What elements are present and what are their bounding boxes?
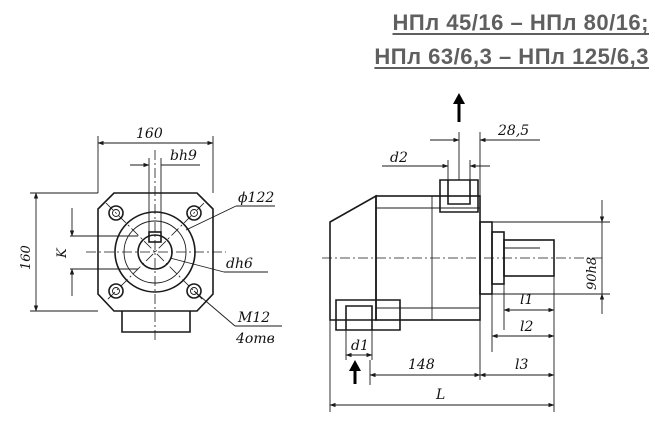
dim-148: 148 (408, 357, 435, 373)
flange-outline (97, 192, 214, 312)
label-bolt-count: 4отв (235, 331, 275, 347)
label-shaft-dia: dh6 (226, 256, 253, 272)
pump-body (375, 195, 481, 321)
dim-key-width: bh9 (170, 148, 197, 164)
label-port-top: d2 (390, 150, 408, 166)
flange-foot (121, 311, 191, 333)
dim-l3: l3 (515, 357, 528, 373)
dim-height-160: 160 (19, 245, 34, 270)
inlet-flow-arrow (349, 360, 361, 384)
bolt-holes (108, 205, 202, 299)
dim-width-160: 160 (136, 126, 163, 142)
title-line-1: НПл 45/16 – НПл 80/16; (392, 10, 649, 35)
dim-28-5: 28,5 (497, 123, 529, 139)
label-port-bottom: d1 (351, 338, 369, 354)
front-view: 160 bh9 160 K ϕ122 dh6 M12 4отв (19, 126, 282, 347)
label-flange-dia: ϕ122 (238, 190, 274, 206)
title-line-2: НПл 63/6,3 – НПл 125/6,3 (374, 44, 649, 69)
dim-l2: l2 (520, 319, 533, 335)
dim-key-depth: K (55, 247, 70, 259)
inlet-port (335, 299, 401, 331)
dim-l1: l1 (520, 292, 533, 308)
outlet-flow-arrow (453, 93, 465, 122)
label-bolt-thread: M12 (237, 310, 270, 326)
side-view: d2 28,5 90h8 l1 l2 l3 d1 148 (322, 93, 610, 412)
dim-pilot-dia: 90h8 (585, 257, 600, 290)
dim-L: L (435, 387, 445, 403)
outlet-port (439, 179, 479, 213)
